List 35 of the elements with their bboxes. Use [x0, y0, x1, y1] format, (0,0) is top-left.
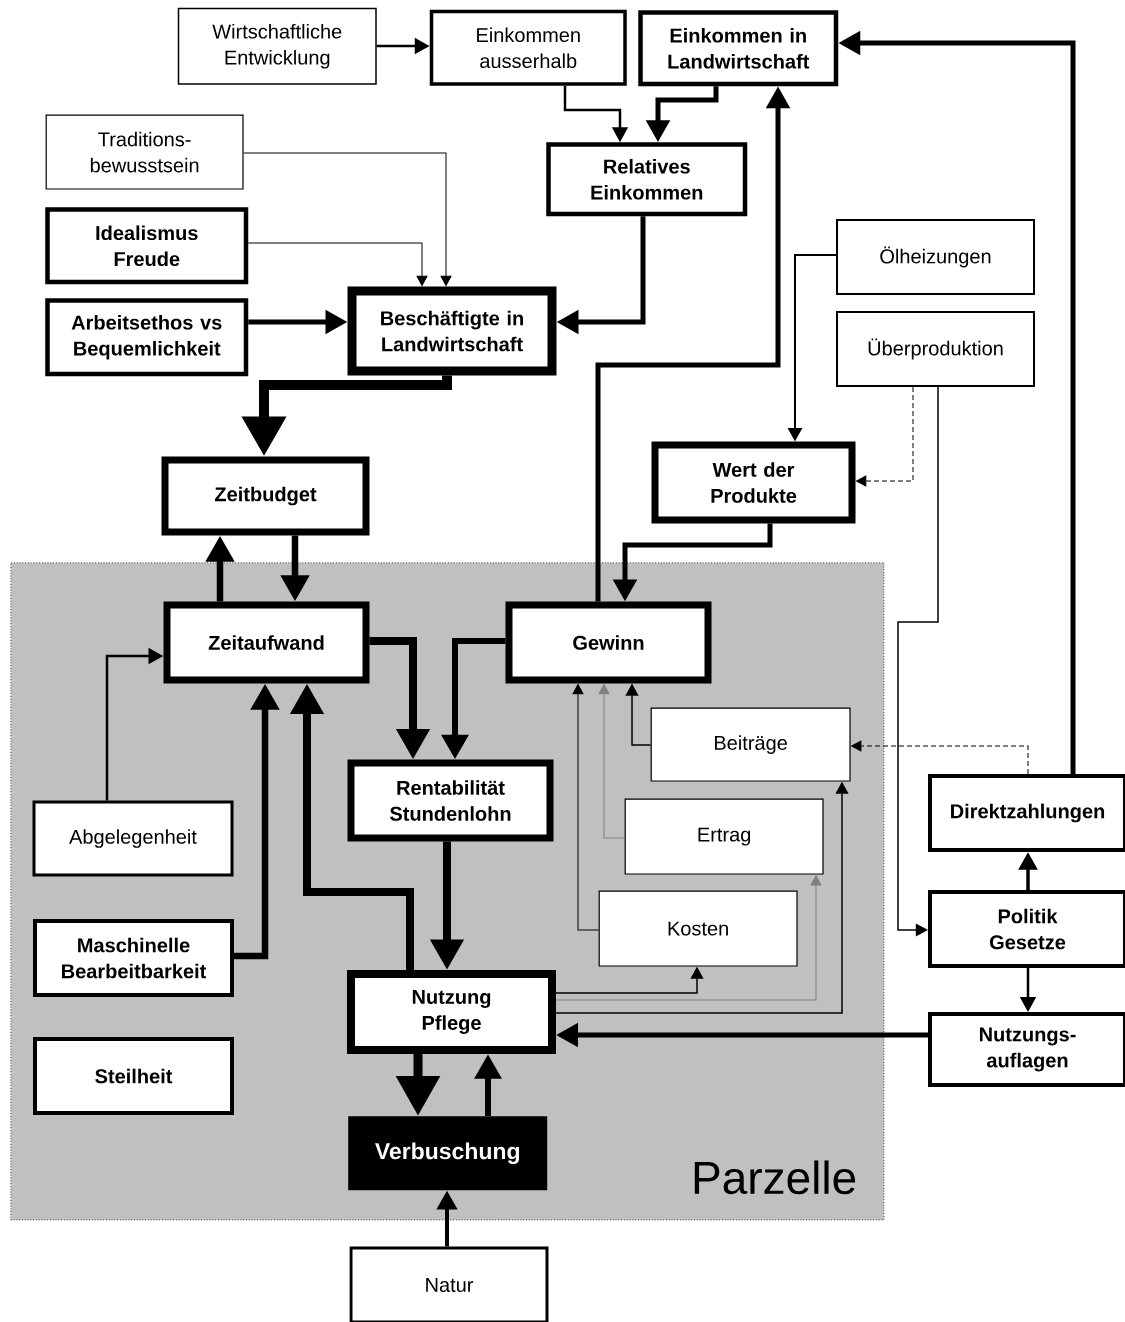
process-box: Ölheizungen: [836, 219, 1035, 295]
process-box: Idealismus Freude: [45, 207, 249, 285]
process-box: Einkommen in Landwirtschaft: [638, 10, 839, 87]
process-box: Arbeitsethos vs Bequemlichkeit: [45, 298, 249, 377]
process-box: Politik Gesetze: [928, 890, 1125, 968]
process-box: Wert der Produkte: [651, 441, 856, 524]
process-box: Überproduktion: [836, 311, 1035, 387]
process-box: Einkommen ausserhalb: [429, 9, 627, 86]
process-box: Ertrag: [624, 798, 824, 875]
arrow: [247, 242, 428, 286]
process-box: Zeitbudget: [161, 456, 370, 536]
process-box: Zeitaufwand: [163, 601, 370, 684]
process-box: Steilheit: [33, 1037, 234, 1115]
process-box: Beschäftigte in Landwirtschaft: [347, 286, 557, 376]
process-box: Kosten: [598, 890, 798, 967]
process-box: Nutzung Pflege: [347, 970, 556, 1054]
dark-box: Verbuschung: [348, 1116, 548, 1191]
process-box: Wirtschaftliche Entwicklung: [177, 7, 377, 85]
process-box: Rentabilität Stundenlohn: [347, 759, 554, 842]
process-box: Beiträge: [650, 707, 851, 782]
arrow: [555, 875, 822, 1001]
process-box: Nutzungs- auflagen: [928, 1012, 1125, 1087]
arrow: [856, 386, 914, 487]
arrow: [897, 386, 939, 937]
arrow: [243, 152, 452, 286]
process-box: Direktzahlungen: [928, 774, 1125, 852]
process-box: Natur: [349, 1246, 549, 1322]
process-box: Relatives Einkommen: [546, 142, 748, 217]
process-box: Abgelegenheit: [32, 800, 234, 877]
process-box: Maschinelle Bearbeitbarkeit: [33, 919, 234, 997]
arrow: [598, 684, 626, 839]
arrow: [851, 740, 1029, 775]
process-box: Gewinn: [505, 601, 712, 684]
process-box: Traditions- bewusstsein: [45, 114, 244, 190]
arrow: [572, 684, 600, 931]
